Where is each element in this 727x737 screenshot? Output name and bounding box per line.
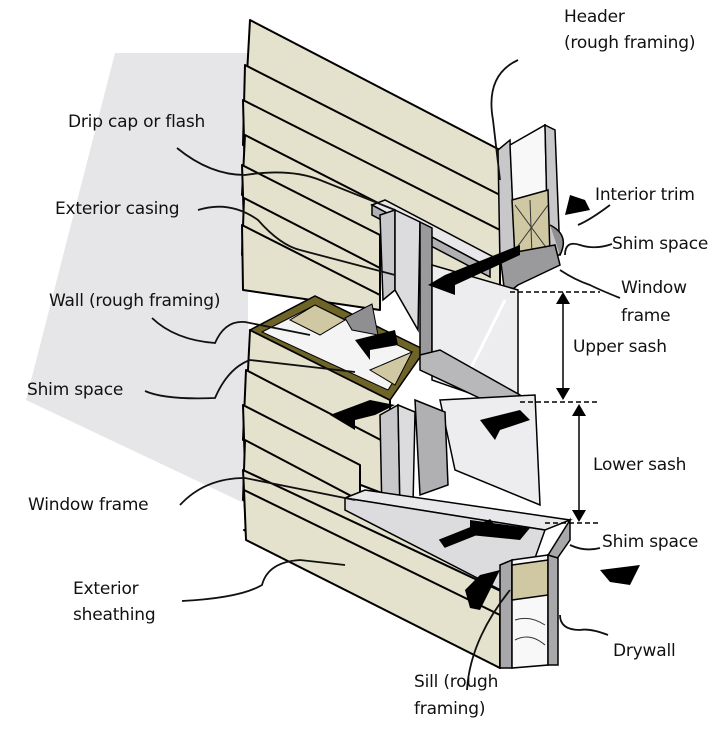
label-lower-sash: Lower sash (593, 455, 687, 475)
label-drywall: Drywall (613, 641, 676, 661)
sill-wall-section (499, 553, 559, 669)
label-sill-sub: framing) (414, 699, 486, 719)
airflow-arrows (330, 195, 640, 610)
label-shim-space-top: Shim space (612, 234, 709, 254)
label-drip-cap: Drip cap or flash (68, 112, 206, 132)
label-interior-trim: Interior trim (595, 185, 695, 205)
dimension-lines (510, 291, 600, 524)
label-upper-sash: Upper sash (573, 337, 667, 357)
window-head (370, 199, 561, 362)
background-panel (26, 53, 248, 505)
leader-lines (144, 59, 621, 691)
dimension-arrowheads (556, 292, 586, 522)
label-exterior-casing: Exterior casing (55, 199, 180, 219)
label-exterior-sheathing-sub: sheathing (73, 605, 156, 625)
label-shim-space-bottom: Shim space (602, 532, 699, 552)
label-window-frame-right-sub: frame (621, 306, 671, 326)
label-window-frame-right: Window (621, 278, 687, 298)
label-sill: Sill (rough (414, 672, 499, 692)
label-window-frame-left: Window frame (28, 495, 149, 515)
label-header: Header (564, 7, 625, 27)
wall-framing-cut (248, 295, 427, 401)
label-wall-rough-framing: Wall (rough framing) (49, 291, 221, 311)
upper-sash (419, 264, 521, 412)
label-shim-space-left: Shim space (27, 380, 124, 400)
header-wall-section (497, 123, 565, 267)
label-header-sub: (rough framing) (564, 33, 696, 53)
label-exterior-sheathing: Exterior (73, 579, 139, 599)
